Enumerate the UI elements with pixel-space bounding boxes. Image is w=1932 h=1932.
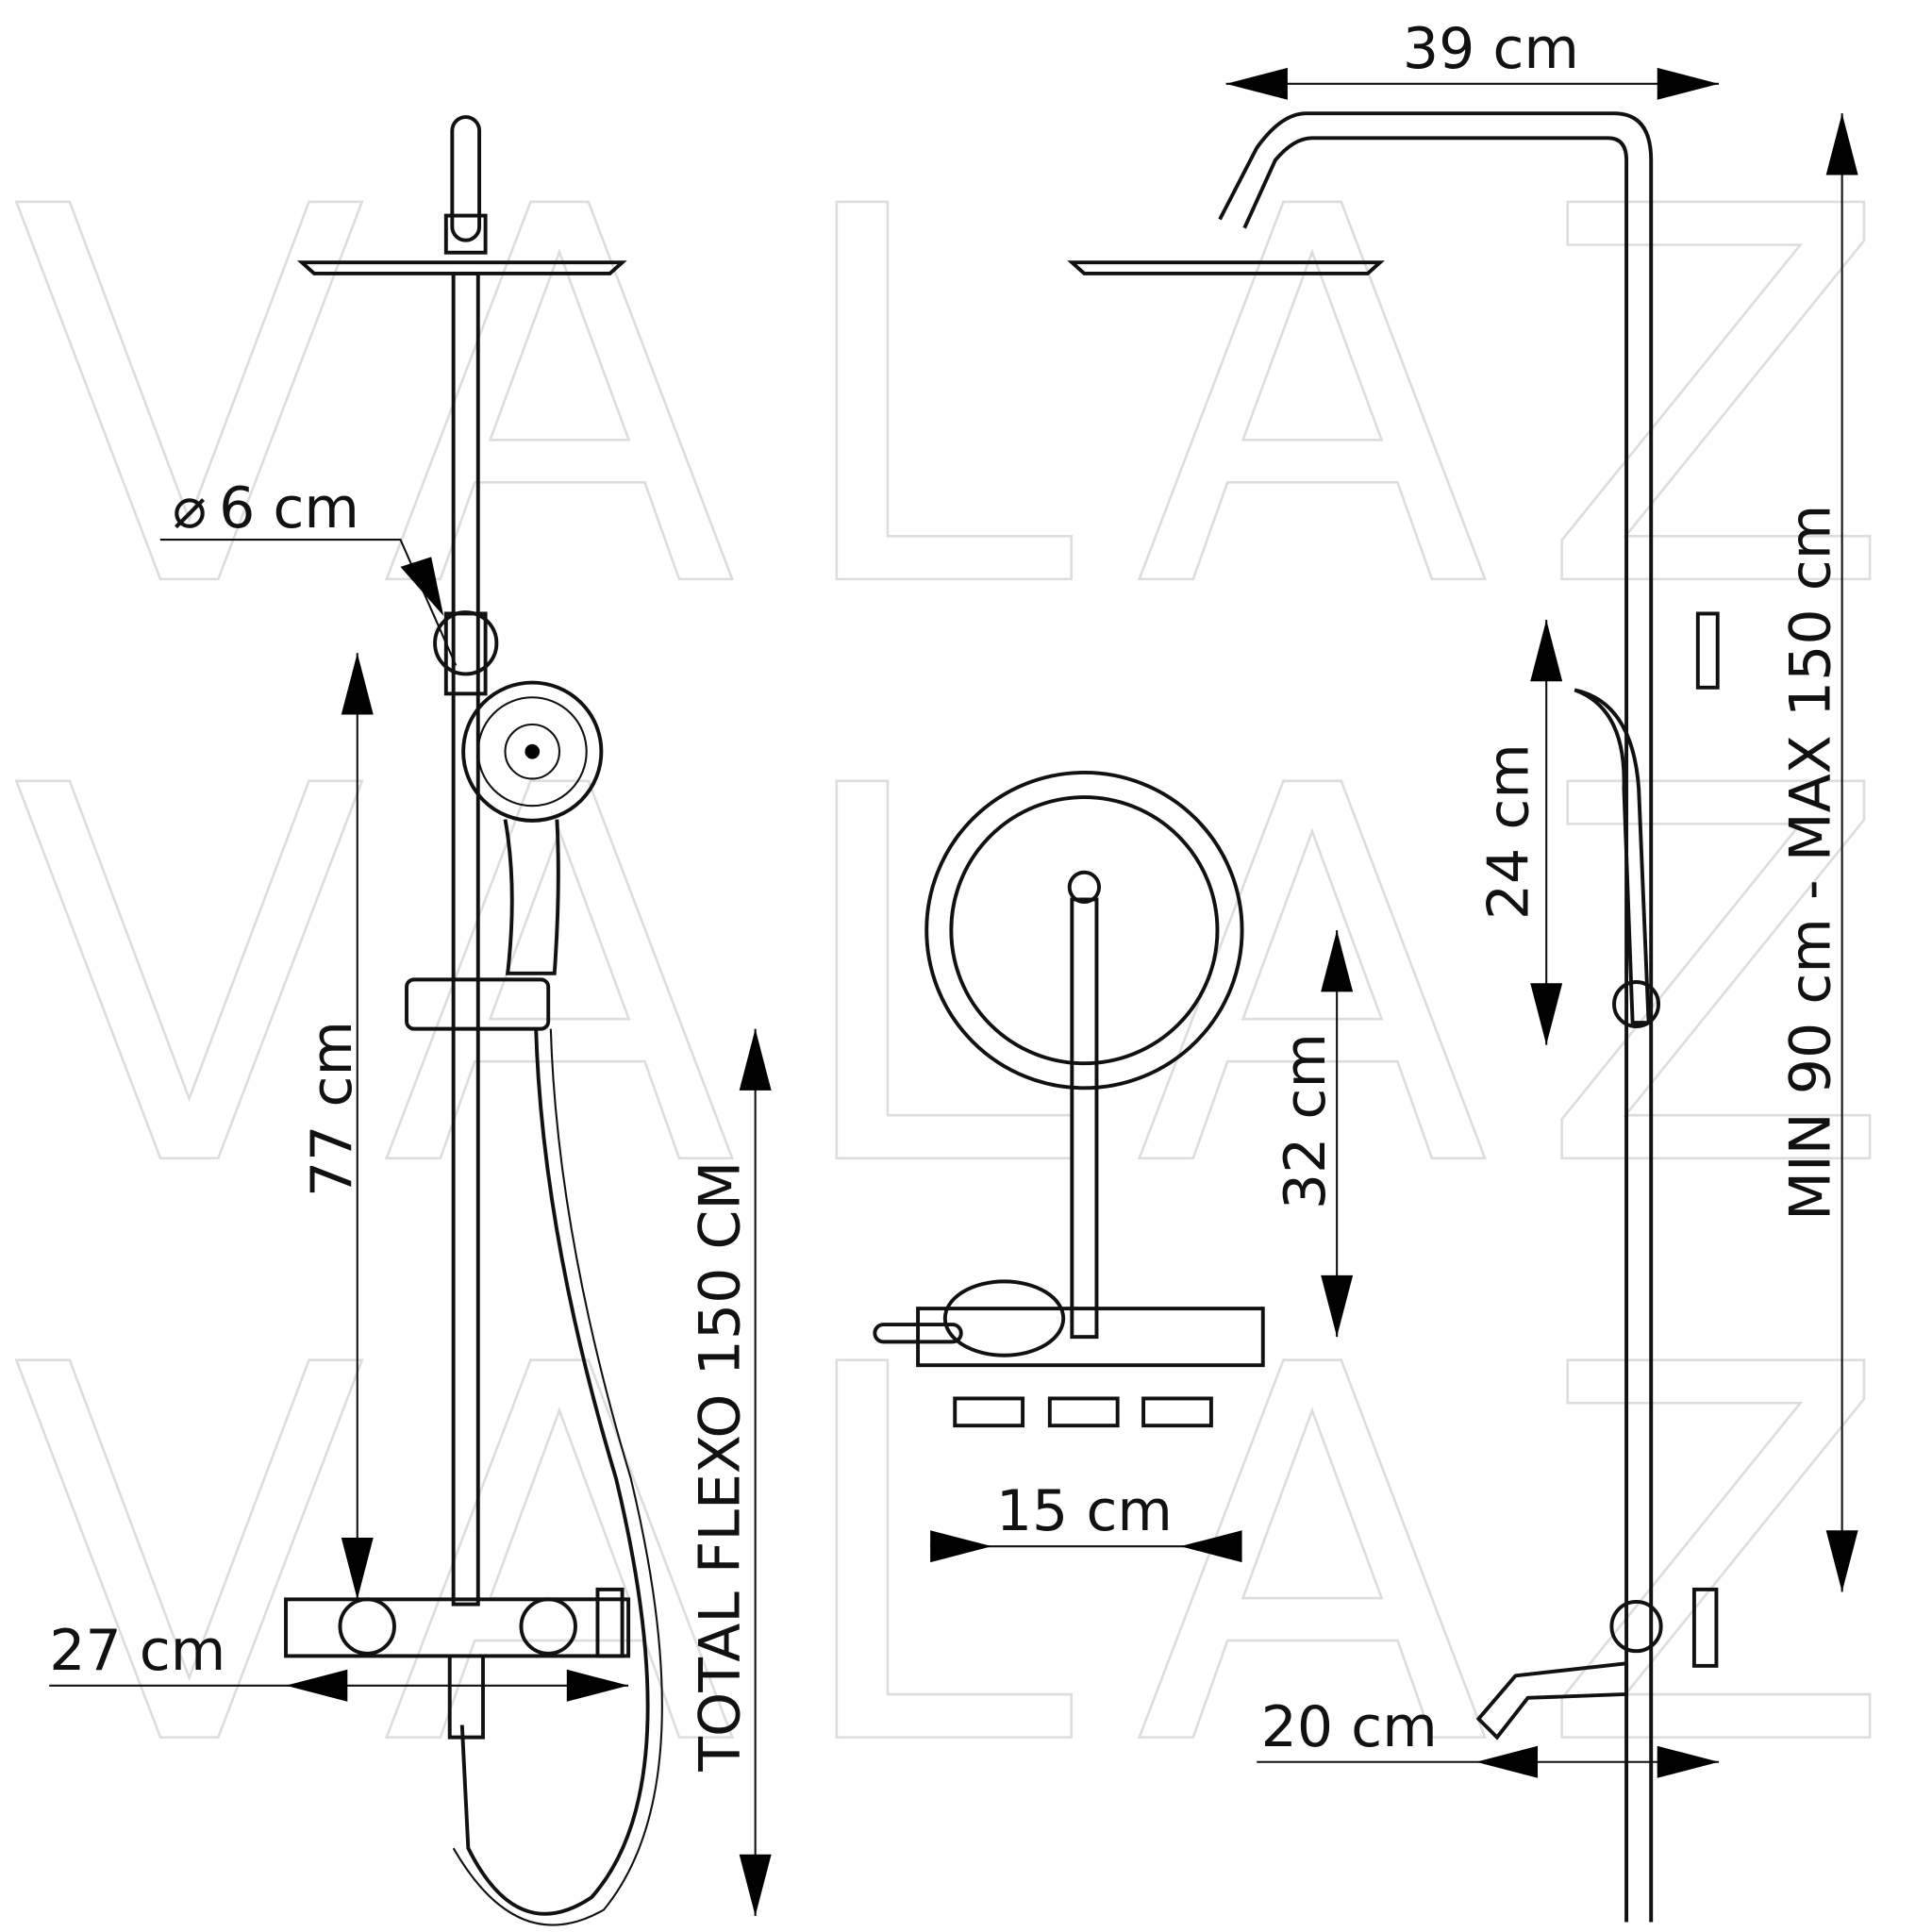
- top-rod: [1070, 897, 1099, 1340]
- rod-joint: [443, 213, 488, 255]
- shower-rod: [451, 272, 480, 1607]
- rod-top-cap: [450, 115, 482, 242]
- side-wall-bracket: [1695, 611, 1720, 690]
- shower-hose: [459, 1028, 650, 1916]
- hand-shower-head: [461, 680, 604, 823]
- slide-holder: [405, 977, 551, 1031]
- dimension-lines: [49, 67, 1858, 1917]
- dim-15cm: 15 cm: [996, 1478, 1173, 1544]
- thermostatic-mixer: [284, 1597, 631, 1658]
- top-mixer: [916, 1307, 1265, 1368]
- dim-39cm: 39 cm: [1403, 16, 1579, 82]
- dim-27cm: 27 cm: [49, 1618, 225, 1684]
- watermark: VALAZ VALAZ VALAZ: [11, 99, 1932, 1861]
- side-view: [1067, 111, 1720, 1923]
- rain-shower-head: [296, 260, 627, 275]
- dim-20cm: 20 cm: [1261, 1694, 1438, 1760]
- side-spout: [1475, 1661, 1629, 1740]
- svg-text:VALAZ: VALAZ: [12, 100, 1932, 702]
- dim-32cm: 32 cm: [1273, 1033, 1339, 1209]
- side-rain-head: [1067, 260, 1385, 275]
- dim-77cm: 77 cm: [299, 1021, 365, 1197]
- svg-text:VALAZ: VALAZ: [12, 1258, 1932, 1860]
- bracket-collar: [443, 611, 488, 696]
- rain-head-top: [924, 770, 1244, 1091]
- top-hand-shower: [942, 1279, 1066, 1357]
- dim-height-range: MIN 90 cm - MAX 150 cm: [1778, 505, 1844, 1221]
- spout: [447, 1656, 485, 1740]
- mixer-handle: [595, 1587, 625, 1658]
- dim-rod-diameter: ⌀6 cm: [173, 475, 359, 541]
- svg-text:VALAZ: VALAZ: [12, 679, 1932, 1281]
- dimension-labels: 39 cm ⌀6 cm 77 cm TOTAL FLEXO 150 CM 27 …: [49, 16, 1843, 1773]
- side-rod-arm: [1218, 111, 1654, 1923]
- front-view: [284, 115, 663, 1926]
- dim-hose-length: TOTAL FLEXO 150 CM: [688, 1161, 754, 1773]
- dim-24cm: 24 cm: [1476, 743, 1542, 920]
- top-view: [873, 770, 1265, 1428]
- hand-shower-handle: [503, 819, 560, 975]
